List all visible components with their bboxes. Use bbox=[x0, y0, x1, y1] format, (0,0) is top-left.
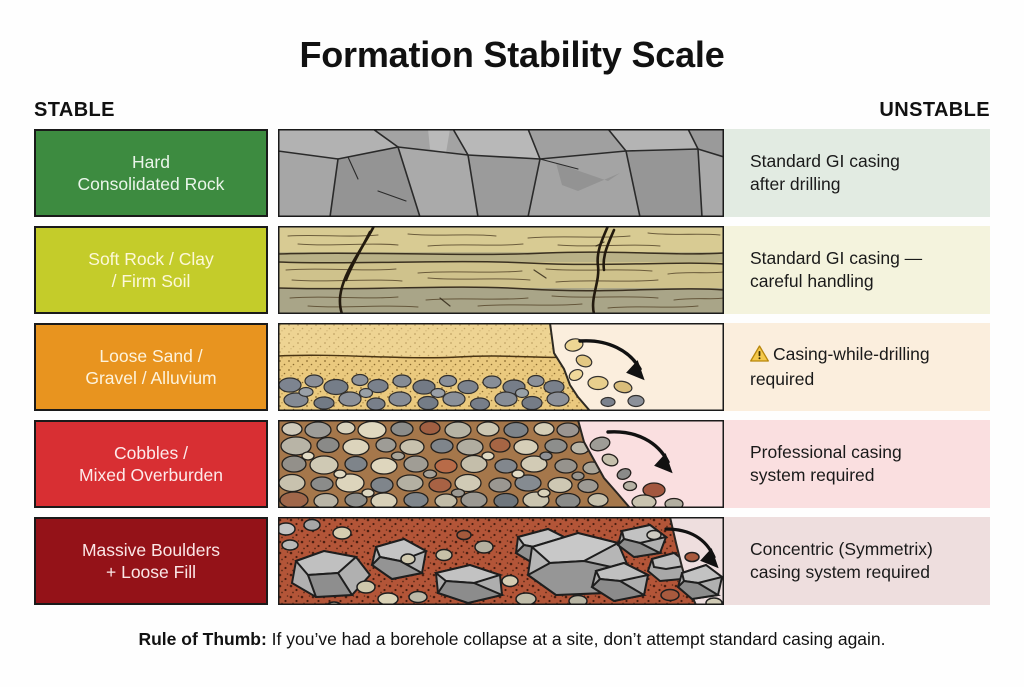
consequence-text: system required bbox=[750, 465, 875, 485]
consequence-panel-loose-sand: Casing-while-drilling required bbox=[724, 323, 990, 411]
illustration-sand-gravel-collapse bbox=[278, 323, 724, 411]
rule-of-thumb-lead: Rule of Thumb: bbox=[138, 629, 267, 649]
formation-label: Cobbles / Mixed Overburden bbox=[79, 442, 223, 485]
consequence-panel-boulders: Concentric (Symmetrix) casing system req… bbox=[724, 517, 990, 605]
formation-label: Soft Rock / Clay / Firm Soil bbox=[88, 248, 214, 291]
consequence-text: careful handling bbox=[750, 271, 874, 291]
formation-swatch-loose-sand: Loose Sand / Gravel / Alluvium bbox=[34, 323, 268, 411]
consequence-panel-cobbles: Professional casing system required bbox=[724, 420, 990, 508]
consequence-text: casing system required bbox=[750, 562, 930, 582]
formation-label: Hard Consolidated Rock bbox=[77, 151, 225, 194]
consequence-text: Standard GI casing — bbox=[750, 247, 923, 268]
table-row: Cobbles / Mixed Overburden bbox=[34, 420, 990, 508]
page-title: Formation Stability Scale bbox=[299, 34, 725, 75]
table-row: Soft Rock / Clay / Firm Soil bbox=[34, 226, 990, 314]
consequence-text: required bbox=[750, 369, 815, 389]
warning-triangle-icon bbox=[750, 345, 769, 368]
consequence-text: Standard GI casing bbox=[750, 150, 900, 171]
consequence-text: Concentric (Symmetrix) bbox=[750, 538, 933, 559]
stability-scale-grid: Hard Consolidated Rock bbox=[34, 129, 990, 605]
consequence-panel-hard-rock: Standard GI casing after drilling bbox=[724, 129, 990, 217]
table-row: Massive Boulders + Loose Fill bbox=[34, 517, 990, 605]
formation-swatch-cobbles: Cobbles / Mixed Overburden bbox=[34, 420, 268, 508]
illustration-solid-fractured-rock bbox=[278, 129, 724, 217]
axis-label-stable: STABLE bbox=[34, 99, 115, 121]
formation-swatch-soft-rock: Soft Rock / Clay / Firm Soil bbox=[34, 226, 268, 314]
rule-of-thumb-text: If you’ve had a borehole collapse at a s… bbox=[266, 629, 886, 649]
rule-of-thumb-footer: Rule of Thumb: If you’ve had a borehole … bbox=[0, 629, 1024, 650]
illustration-boulders-loose-fill bbox=[278, 517, 724, 605]
formation-swatch-hard-rock: Hard Consolidated Rock bbox=[34, 129, 268, 217]
consequence-text: Professional casing bbox=[750, 441, 902, 462]
axis-label-unstable: UNSTABLE bbox=[879, 99, 990, 121]
consequence-panel-soft-rock: Standard GI casing — careful handling bbox=[724, 226, 990, 314]
formation-swatch-boulders: Massive Boulders + Loose Fill bbox=[34, 517, 268, 605]
table-row: Loose Sand / Gravel / Alluvium bbox=[34, 323, 990, 411]
consequence-text: after drilling bbox=[750, 174, 841, 194]
illustration-layered-sedimentary bbox=[278, 226, 724, 314]
formation-label: Massive Boulders + Loose Fill bbox=[81, 539, 221, 582]
consequence-text: Casing-while-drilling bbox=[773, 343, 930, 364]
table-row: Hard Consolidated Rock bbox=[34, 129, 990, 217]
formation-label: Loose Sand / Gravel / Alluvium bbox=[85, 345, 217, 388]
illustration-cobbles-collapse bbox=[278, 420, 724, 508]
